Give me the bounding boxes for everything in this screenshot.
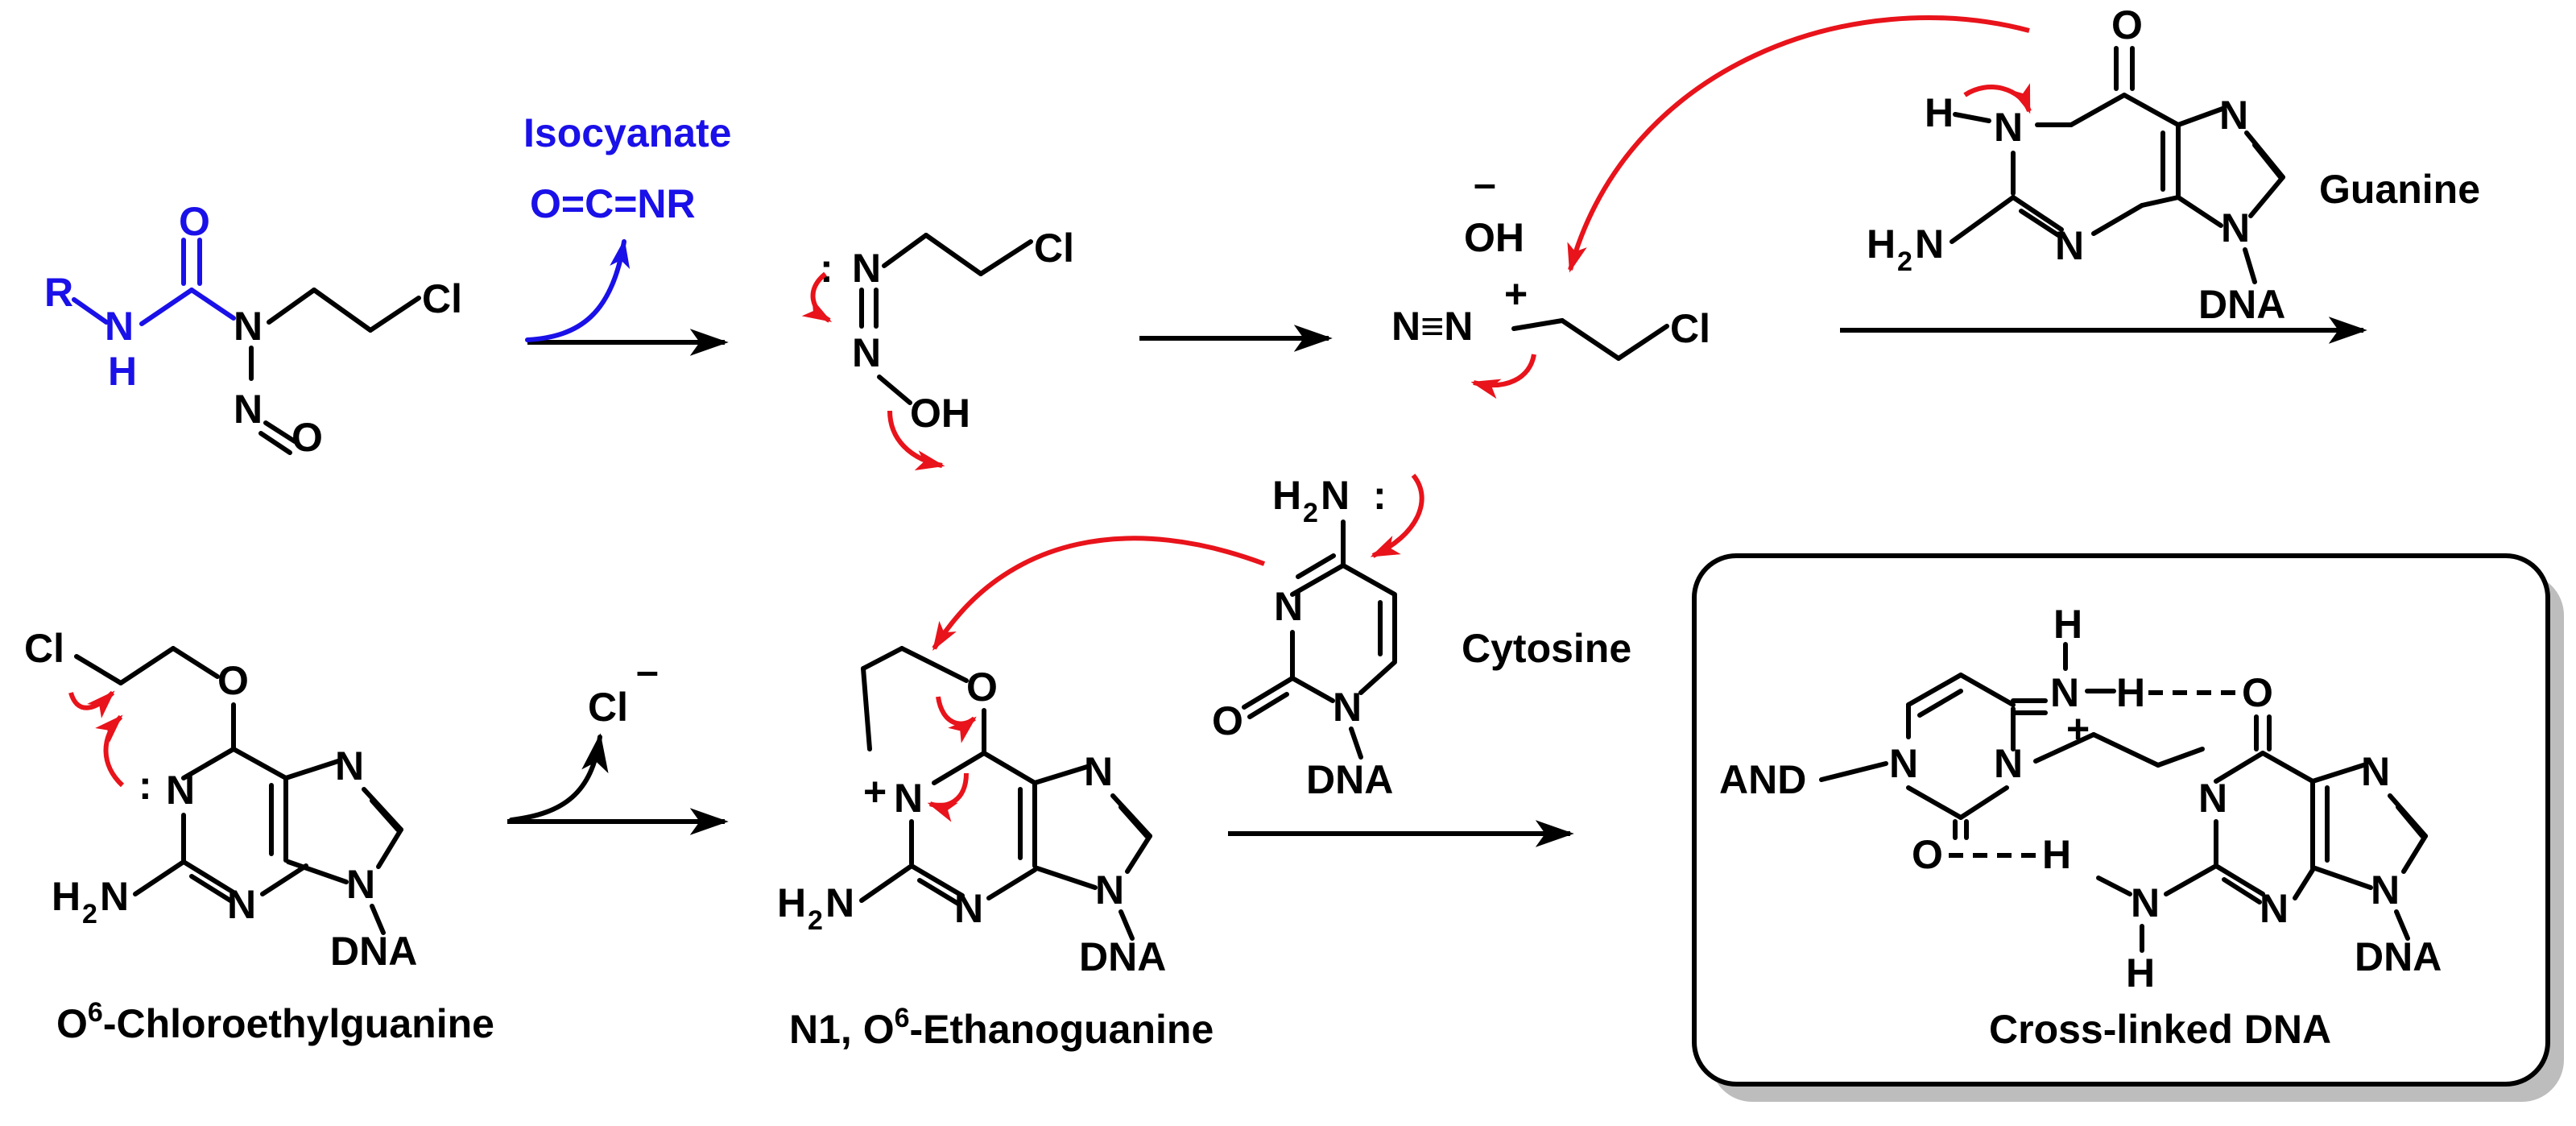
- reagent-isocyanate-name: Isocyanate: [523, 110, 731, 155]
- atom-cl: Cl: [422, 276, 462, 321]
- label-crosslinked: Cross-linked DNA: [1989, 1007, 2331, 1052]
- atom-n9-3: N: [1095, 867, 1124, 913]
- atom-cl-4: Cl: [24, 626, 64, 671]
- guanine-molecule: O H N H 2 N N N N DNA Guanine: [1867, 2, 2480, 327]
- atom-dna-3: DNA: [1079, 934, 1166, 979]
- label-ethanoguanine: N1, O6-Ethanoguanine: [789, 1003, 1214, 1052]
- atom-dna-2: DNA: [330, 929, 417, 974]
- diazohydroxide-molecule: : N Cl N OH: [801, 226, 1074, 470]
- atom-cl-3: Cl: [1670, 306, 1710, 351]
- atom-carbonyl-o: O: [179, 199, 210, 244]
- atom-n1-x: N: [1889, 741, 1918, 786]
- hydroxide-minus: –: [1474, 161, 1496, 206]
- atom-n1-2: N: [166, 768, 195, 813]
- chloride: Cl: [588, 685, 628, 730]
- atom-oh: OH: [910, 391, 970, 436]
- atom-h-bottom: H: [2126, 950, 2155, 996]
- nitrosourea-molecule: R N H O N Cl N O: [44, 199, 462, 460]
- atom-nh2-n-c: N: [1321, 473, 1350, 518]
- ethano-plus: +: [863, 769, 887, 814]
- atom-r: R: [44, 270, 73, 315]
- atom-h-nh: H: [2042, 832, 2071, 877]
- step-1-arrow: Isocyanate O=C=NR: [523, 110, 731, 356]
- label-guanine: Guanine: [2319, 167, 2480, 212]
- atom-h-top: H: [2053, 602, 2082, 647]
- lone-pair: :: [820, 246, 833, 291]
- cytosine-molecule: H 2 N : N O N DNA Cytosine: [932, 473, 1631, 802]
- label-cytosine: Cytosine: [1462, 626, 1631, 671]
- atom-n3-g: N: [2055, 223, 2084, 268]
- atom-nh2-n-2: N: [100, 874, 129, 919]
- atom-n2: N: [852, 330, 881, 375]
- atom-cl-2: Cl: [1034, 226, 1074, 271]
- chloroethylguanine-molecule: Cl O : N H 2 N N N N DNA O6-Chloroethylg…: [24, 626, 494, 1046]
- atom-n1: N: [852, 246, 881, 291]
- chloride-minus: –: [636, 648, 659, 693]
- atom-nh-x: N: [2131, 880, 2160, 925]
- atom-nh2-sub: 2: [1897, 246, 1912, 277]
- atom-nitroso-o: O: [292, 415, 323, 460]
- atom-iminium-n: N: [2050, 670, 2079, 715]
- atom-nitroso-n: N: [234, 387, 263, 432]
- crosslinked-dna-box: H N + H O N N O H AND N: [1692, 553, 2564, 1102]
- atom-o6-x: O: [2242, 670, 2273, 715]
- atom-nh2-n: N: [1915, 221, 1944, 267]
- atom-n1-xg: N: [2198, 776, 2227, 821]
- ethanoguanine-molecule: O + N H 2 N N N N DNA N1, O6-Ethanoguani…: [777, 646, 1214, 1052]
- atom-n3-2: N: [227, 882, 256, 927]
- atom-dna-g: DNA: [2198, 282, 2285, 327]
- diazonium-plus: +: [1504, 271, 1528, 317]
- reagent-isocyanate-formula: O=C=NR: [530, 181, 696, 226]
- lone-pair-c: :: [1373, 473, 1387, 518]
- atom-nh2-sub-3: 2: [808, 905, 823, 936]
- atom-n7-3: N: [1084, 749, 1113, 794]
- label-chloroethylguanine: O6-Chloroethylguanine: [56, 997, 494, 1046]
- atom-nh2-sub-2: 2: [82, 899, 97, 929]
- atom-n3-c: N: [1274, 584, 1303, 629]
- atom-nh-h: H: [108, 349, 137, 394]
- atom-o6-2: O: [217, 658, 249, 703]
- atom-nh2-h-c: H: [1272, 473, 1301, 518]
- atom-nh2-h-3: H: [777, 880, 806, 925]
- atom-dna-x: DNA: [2355, 934, 2442, 979]
- atom-n3-3: N: [954, 886, 983, 931]
- atom-dna-c: DNA: [1306, 757, 1393, 802]
- atom-o2-x: O: [1912, 832, 1943, 877]
- atom-o2-c: O: [1212, 698, 1243, 743]
- atom-n7-2: N: [335, 743, 364, 789]
- lone-pair-2: :: [139, 763, 152, 808]
- atom-o6-3: O: [966, 664, 998, 710]
- atom-nh: N: [105, 304, 134, 349]
- atom-o6: O: [2111, 2, 2143, 48]
- atom-n1-g: N: [1994, 105, 2023, 150]
- atom-n3-xg: N: [2260, 886, 2289, 931]
- atom-n: N: [234, 304, 263, 349]
- atom-n-triple-n: N≡N: [1391, 304, 1473, 349]
- atom-and: AND: [1719, 757, 1806, 802]
- step-4-arrow: Cl –: [507, 648, 729, 835]
- atom-n1-3: N: [894, 776, 923, 821]
- atom-n9-g: N: [2221, 205, 2250, 250]
- hydroxide: OH: [1464, 215, 1524, 260]
- atom-n7-xg: N: [2361, 749, 2390, 794]
- atom-n9-2: N: [346, 862, 375, 907]
- atom-h-iminium: H: [2116, 670, 2145, 715]
- atom-nh2-h-2: H: [52, 874, 81, 919]
- atom-n1-c: N: [1333, 685, 1362, 730]
- diazonium-molecule: – OH N≡N + Cl: [1391, 15, 2030, 399]
- atom-n3-x: N: [1994, 741, 2023, 786]
- atom-nh2-n-3: N: [825, 880, 854, 925]
- atom-n7-g: N: [2219, 93, 2248, 138]
- atom-nh2-sub-c: 2: [1303, 498, 1318, 528]
- atom-h1: H: [1925, 90, 1954, 135]
- atom-nh2-h: H: [1867, 221, 1896, 267]
- atom-n9-xg: N: [2371, 867, 2400, 913]
